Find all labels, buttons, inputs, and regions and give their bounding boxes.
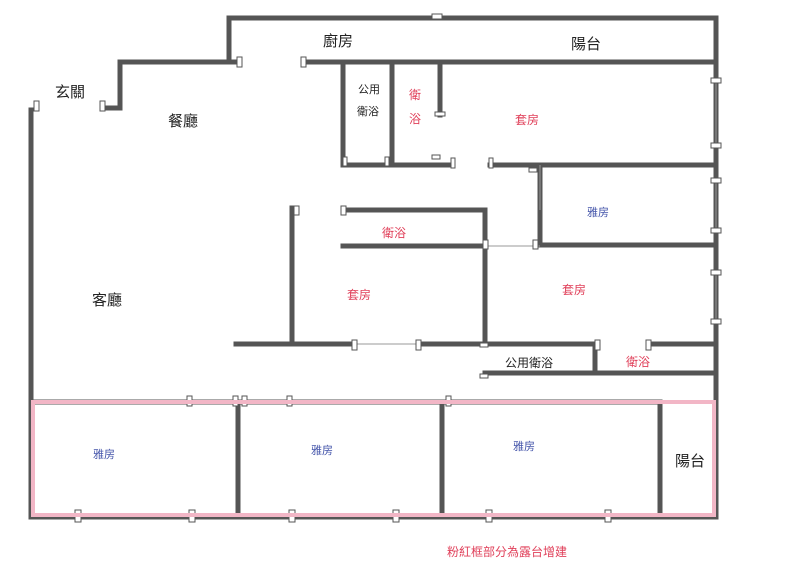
label-living: 客廳 xyxy=(92,291,122,309)
label-balcony-top: 陽台 xyxy=(571,35,601,53)
label-kitchen: 廚房 xyxy=(323,32,353,50)
label-suite-right: 套房 xyxy=(562,282,586,297)
label-public-bath-top-1: 公用 xyxy=(358,83,380,96)
label-public-bath-top-2: 衛浴 xyxy=(357,105,379,118)
label-bath-top-2: 浴 xyxy=(409,112,421,126)
label-room-bottom-2: 雅房 xyxy=(311,443,333,457)
label-bath-bottom-right: 衛浴 xyxy=(626,355,650,369)
label-room-right: 雅房 xyxy=(587,205,609,219)
label-public-bath-bottom: 公用衛浴 xyxy=(505,356,553,370)
label-entrance: 玄關 xyxy=(55,83,85,101)
terrace-note: 粉紅框部分為露台增建 xyxy=(447,544,567,559)
label-room-bottom-3: 雅房 xyxy=(513,439,535,453)
terrace-extension-outline xyxy=(31,400,716,517)
label-dining: 餐廳 xyxy=(168,112,198,130)
label-bath-middle: 衛浴 xyxy=(382,226,406,240)
label-suite-middle: 套房 xyxy=(347,287,371,302)
label-bath-top-1: 衛 xyxy=(409,88,421,102)
label-room-bottom-1: 雅房 xyxy=(93,447,115,461)
label-balcony-bottom: 陽台 xyxy=(675,452,705,470)
label-suite-top: 套房 xyxy=(515,112,539,127)
